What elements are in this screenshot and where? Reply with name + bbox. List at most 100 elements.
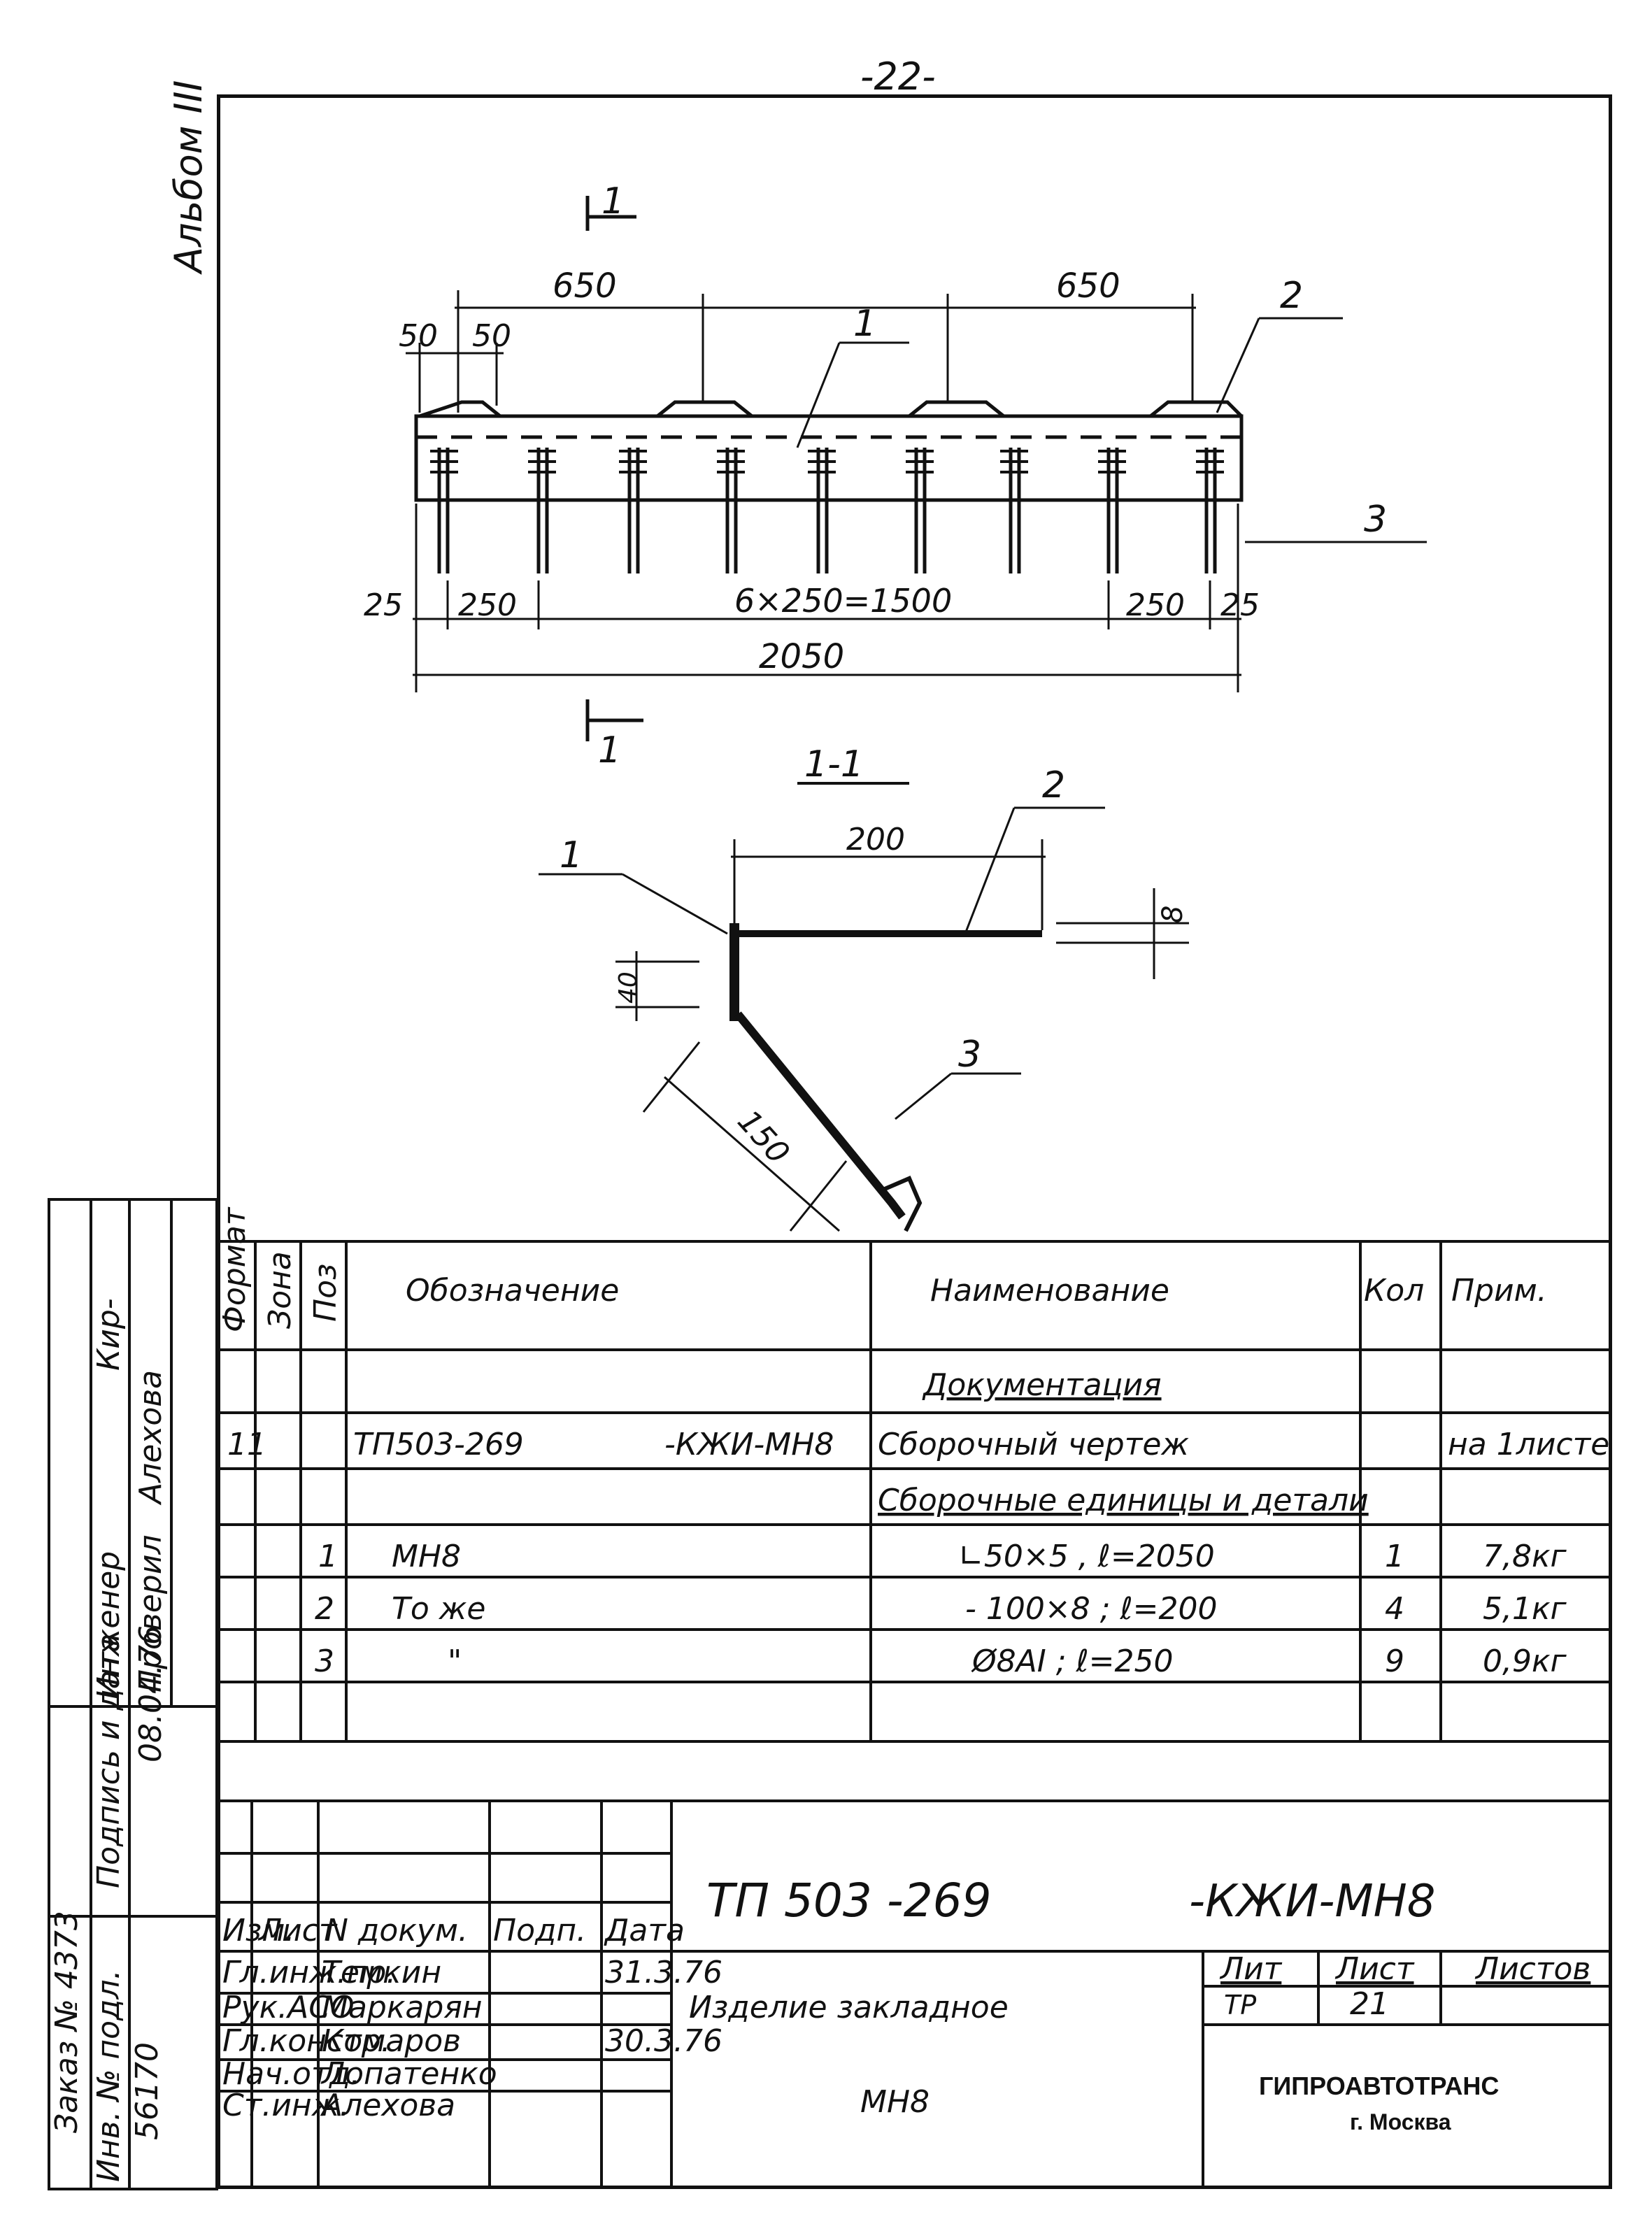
callout-2-top: 2 [1280,275,1303,317]
rods [437,448,1217,573]
header-designation: Обозначение [406,1273,619,1309]
header-note: Прим. [1451,1273,1547,1309]
header-qty: Кол [1364,1273,1424,1309]
row1-name: Сборочный чертеж [878,1427,1189,1462]
row5-qty: 9 [1385,1644,1404,1679]
plate-2d [1149,400,1243,418]
row1-format: 11 [227,1427,266,1462]
plate-2c [908,400,1005,418]
tb-h-date: Дата [604,1913,685,1948]
tb-city: г. Москва [1350,2109,1451,2134]
row3-name: ∟50×5 , ℓ=2050 [958,1539,1215,1574]
drawing-frame [217,94,1612,2189]
weld-marks [430,450,1224,473]
section-dim-150: 150 [730,1104,796,1171]
row3-pos: 1 [318,1539,338,1574]
section-rod [734,1011,906,1220]
side-checked-label: Проверил [133,1534,169,1692]
row5-designation: " [448,1644,462,1679]
row1-designation: ТП503-269 [353,1427,524,1462]
side-sign-date-label: Подпись и дата [91,1634,127,1888]
row4-name: - 100×8 ; ℓ=200 [965,1591,1218,1627]
row3-note: 7,8кг [1483,1539,1567,1574]
tb-h-doc: N докум. [325,1913,468,1948]
side-date: 08.04.76 [133,1625,169,1762]
dim-2050: 2050 [759,637,844,676]
row4-qty: 4 [1385,1591,1404,1627]
side-inv-label: Инв. № подл. [91,1969,127,2182]
signer-5-role: Ст.инж. [222,2088,349,2123]
tb-sheet-label: Лист [1334,1951,1415,1987]
dim-25-right: 25 [1220,587,1260,623]
side-inv: 56170 [129,2042,165,2140]
signer-2-name: Маркарян [322,1990,483,2025]
signer-3-role: Гл.констр. [222,2023,391,2059]
header-name: Наименование [930,1273,1169,1309]
title-block-grid [217,1801,1612,2189]
row4-pos: 2 [315,1591,334,1627]
tb-h-list: Лист [257,1913,338,1948]
row2-name: Сборочные единицы и детали [878,1483,1369,1518]
header-pos: Поз [308,1264,343,1322]
row3-designation: МН8 [392,1539,461,1574]
row3-qty: 1 [1385,1539,1404,1574]
side-order: Заказ № 4373 [49,1911,85,2133]
signer-3-date: 30.3.76 [605,2023,722,2059]
plate-2a [419,400,501,418]
signer-1-role: Гл.инж.пр. [222,1955,396,1990]
section-dim-200: 200 [846,822,905,857]
section-mark-bottom: 1 [598,729,621,771]
tb-h-izm: Изм. [222,1913,295,1948]
tb-code-suffix: -КЖИ-МН8 [1189,1876,1436,1927]
callout-3-section: 3 [958,1034,981,1076]
plate-2b [656,400,753,418]
side-checked: Алехова [133,1370,169,1506]
signer-1-date: 31.3.76 [605,1955,722,1990]
dim-25-left: 25 [364,587,403,623]
callout-1-section: 1 [560,834,583,876]
callout-3-top: 3 [1364,499,1387,541]
header-zone: Зона [262,1251,298,1329]
section-dim-8: 8 [1157,906,1189,923]
signer-4-role: Нач.отд. [222,2056,360,2092]
dim-250-right: 250 [1126,587,1185,623]
signer-1-name: Темкин [322,1955,441,1990]
page-number: -22- [860,55,936,99]
tb-h-sign: Подп. [493,1913,586,1948]
section-title: 1-1 [804,743,864,785]
dim-650-right: 650 [1056,266,1120,306]
tb-sheets-label: Листов [1474,1951,1590,1987]
tb-lit-value: ТР [1224,1990,1256,2020]
dim-250-left: 250 [458,587,517,623]
callout-1-top: 1 [853,303,876,345]
side-stamp-grid [48,1198,218,2190]
row4-note: 5,1кг [1483,1591,1567,1627]
row5-note: 0,9кг [1483,1644,1567,1679]
side-engineer-label: Инженер [91,1551,127,1699]
row1-note: на 1листе [1448,1427,1609,1462]
section-dim-40: 40 [614,971,643,1004]
signer-3-name: Комаров [322,2023,461,2059]
row5-pos: 3 [315,1644,334,1679]
tb-sheet-value: 21 [1350,1986,1389,2022]
dim-50-left: 50 [399,318,438,354]
callout-2-section: 2 [1042,764,1065,806]
angle-body [414,414,1244,502]
row4-designation: То же [392,1591,486,1627]
spec-table-grid [217,1240,1612,1802]
side-engineer: Кир- [91,1298,127,1371]
dim-6x250: 6×250=1500 [734,582,952,620]
signer-5-name: Алехова [320,2088,455,2123]
dim-650-left: 650 [553,266,617,306]
row1-designation-suffix: -КЖИ-МН8 [664,1427,834,1462]
tb-org: ГИПРОАВТОТРАНС [1259,2072,1499,2100]
dim-50-right: 50 [472,318,511,354]
tb-lit-label: Лит [1219,1951,1283,1987]
signer-4-name: Лопатенко [320,2056,497,2092]
row5-name: Ø8АI ; ℓ=250 [971,1644,1174,1679]
section-mark-top: 1 [601,180,625,222]
tb-item-code: МН8 [860,2084,930,2120]
tb-code: ТП 503 -269 [706,1874,992,1927]
signer-2-role: Рук.АСО [222,1990,355,2025]
